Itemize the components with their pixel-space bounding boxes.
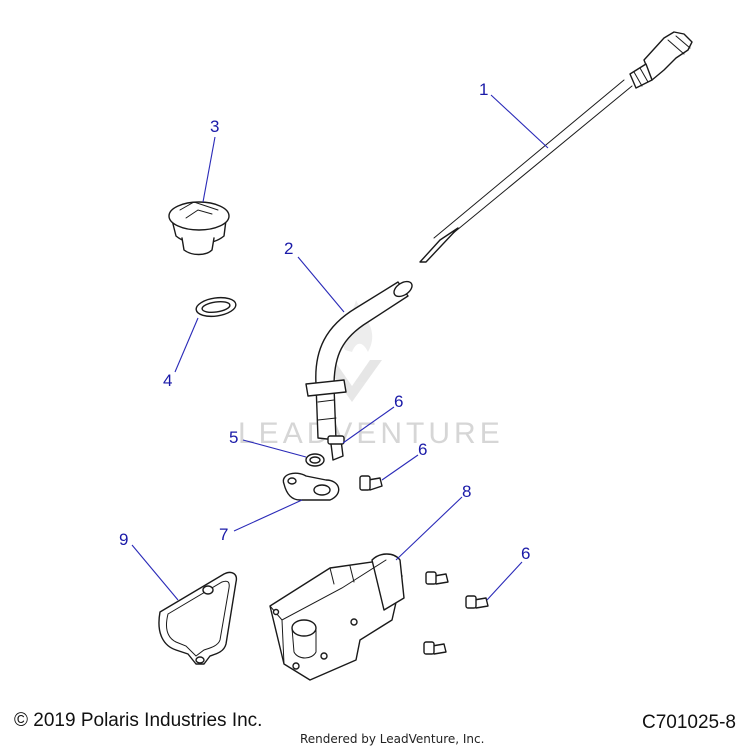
watermark-text: LEADVENTURE xyxy=(238,417,504,450)
leader-line-3 xyxy=(202,136,216,203)
leadventure-watermark: LEADVENTURE xyxy=(238,300,504,450)
leader-line-4 xyxy=(174,317,199,373)
leader-line-6a xyxy=(342,406,395,444)
callouts: 1 2 3 4 5 6 6 7 8 6 9 xyxy=(119,80,530,563)
callout-6a: 6 xyxy=(394,392,403,411)
leader-line-6b xyxy=(381,454,419,481)
part-dipstick xyxy=(419,31,693,263)
part-bolt xyxy=(425,571,449,585)
part-bolt xyxy=(423,641,447,655)
callout-6c: 6 xyxy=(521,544,530,563)
callout-5: 5 xyxy=(229,428,238,447)
callout-7: 7 xyxy=(219,525,228,544)
rendered-by-notice: Rendered by LeadVenture, Inc. xyxy=(300,732,485,746)
leader-line-5 xyxy=(242,439,307,458)
part-fill-cap xyxy=(168,201,230,256)
diagram-id: C701025-8 xyxy=(641,712,736,733)
part-o-ring-large xyxy=(195,296,237,318)
part-housing xyxy=(269,553,405,681)
callout-4: 4 xyxy=(163,371,172,390)
leader-line-6c xyxy=(486,561,523,601)
part-o-ring-small xyxy=(305,453,325,467)
leader-lines xyxy=(131,94,549,601)
part-cover-gasket xyxy=(158,571,238,665)
leader-line-1 xyxy=(490,94,549,149)
part-dipstick-tube xyxy=(305,280,413,441)
callout-2: 2 xyxy=(284,239,293,258)
part-bolt xyxy=(465,595,489,609)
part-gasket xyxy=(282,472,340,501)
leader-line-8 xyxy=(395,496,463,561)
callout-8: 8 xyxy=(462,482,471,501)
part-bolt xyxy=(327,435,345,461)
part-bolt xyxy=(359,475,383,491)
copyright-notice: © 2019 Polaris Industries Inc. xyxy=(14,710,263,731)
callout-9: 9 xyxy=(119,530,128,549)
leader-line-7 xyxy=(233,499,303,532)
callout-3: 3 xyxy=(210,117,219,136)
callout-6b: 6 xyxy=(418,440,427,459)
leader-line-2 xyxy=(297,256,345,313)
callout-1: 1 xyxy=(479,80,488,99)
leader-line-9 xyxy=(131,544,179,601)
